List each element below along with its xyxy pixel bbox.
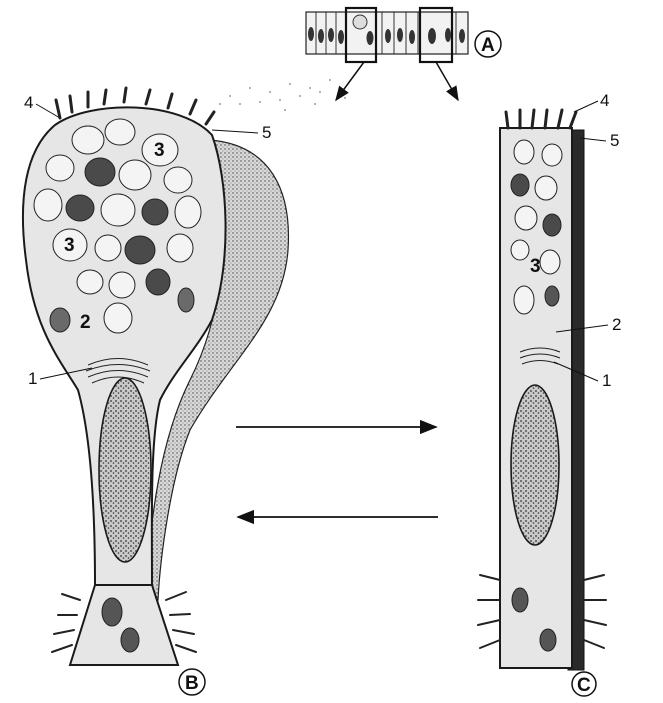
arrow-to-c <box>436 62 458 100</box>
panel-a-label: A <box>481 35 495 56</box>
panel-c: C <box>478 110 606 696</box>
panel-b: B <box>23 88 289 695</box>
callout-c-5: 5 <box>610 131 619 150</box>
callout-b-5: 5 <box>262 123 271 142</box>
goblet-cell-base <box>70 585 178 665</box>
panel-b-label: B <box>185 673 199 694</box>
callout-b-3a: 3 <box>154 140 165 161</box>
nucleus-b <box>99 378 151 562</box>
microvilli-c <box>506 110 576 128</box>
callout-c-3: 3 <box>530 256 541 277</box>
transition-arrows <box>236 427 438 517</box>
arrow-to-b <box>336 62 364 100</box>
callout-b-3b: 3 <box>64 235 75 256</box>
nucleus-c <box>511 385 559 545</box>
panel-c-label: C <box>577 675 591 696</box>
callout-b-2: 2 <box>80 312 91 333</box>
mucus-spray <box>219 79 346 111</box>
callout-c-1: 1 <box>602 371 611 390</box>
panel-a: A <box>306 8 501 100</box>
callout-b-1: 1 <box>28 369 37 388</box>
callout-b-4: 4 <box>24 93 33 112</box>
callout-c-4: 4 <box>600 91 609 110</box>
callout-c-2: 2 <box>612 315 621 334</box>
